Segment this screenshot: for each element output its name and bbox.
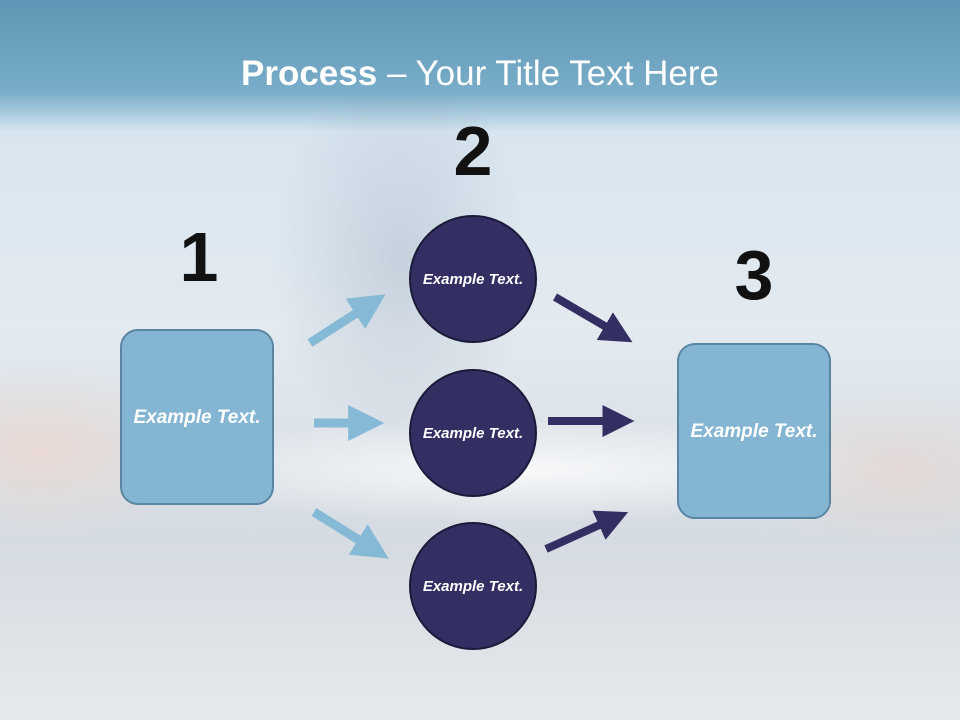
left-process-box: Example Text. [120,329,274,505]
arrow-top-to-right [552,293,633,343]
process-circle-top: Example Text. [409,215,537,343]
step-number-2: 2 [453,112,493,190]
title-banner [0,0,960,132]
left-box-text: Example Text. [133,406,261,428]
circle-middle-text: Example Text. [422,424,524,442]
step-number-1: 1 [179,218,219,296]
slide-title: Process – Your Title Text Here [0,52,960,96]
title-bold: Process [241,54,378,93]
circle-top-text: Example Text. [422,270,524,288]
right-box-text: Example Text. [690,420,818,442]
right-process-box: Example Text. [677,343,831,519]
circle-bottom-text: Example Text. [422,577,524,595]
arrow-left-to-top [307,294,386,347]
title-rest: – Your Title Text Here [377,54,719,93]
arrow-left-to-bottom [311,508,389,559]
step-number-3: 3 [734,236,774,314]
process-circle-bottom: Example Text. [409,522,537,650]
arrow-bottom-to-right [544,510,629,553]
process-circle-middle: Example Text. [409,369,537,497]
